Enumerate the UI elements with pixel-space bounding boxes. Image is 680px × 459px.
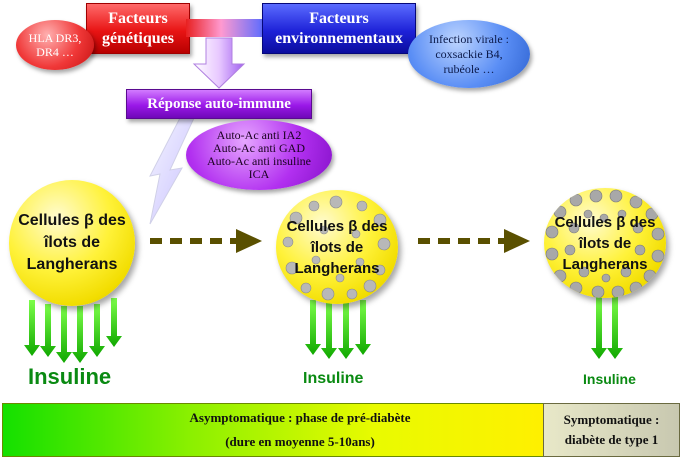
asymptomatic-line1: Asymptomatique : phase de pré-diabète — [189, 410, 411, 425]
progression-arrow-2 — [418, 229, 530, 253]
insuline-label-stage-2: Insuline — [303, 370, 364, 387]
autoimmune-response-box: Réponse auto-immune — [126, 89, 312, 119]
symptomatic-phase: Symptomatique : diabète de type 1 — [543, 403, 680, 457]
beta-cells-label-line3: Langherans — [562, 255, 648, 273]
insulin-arrows-stage-2 — [305, 300, 371, 359]
asymptomatic-line2: (dure en moyenne 5-10ans) — [225, 434, 375, 449]
antibody-item: Auto-Ac anti insuline — [207, 154, 311, 168]
genetic-example-line2: DR4 … — [36, 45, 74, 59]
genetic-factors-line2: génétiques — [102, 29, 174, 47]
beta-cells-label-line1: Cellules β des — [554, 213, 656, 231]
environmental-factors-box: Facteurs environnementaux — [262, 3, 416, 54]
environmental-factors-line1: Facteurs — [309, 9, 369, 27]
beta-cells-label: Cellules β des îlots de Langherans — [276, 190, 398, 304]
beta-cells-stage-2: Cellules β des îlots de Langherans — [276, 190, 398, 304]
beta-cells-stage-1: Cellules β des îlots de Langherans — [9, 180, 135, 306]
environmental-factors-line2: environnementaux — [275, 29, 403, 47]
factors-connector — [186, 19, 264, 37]
genetic-example-line1: HLA DR3, — [28, 31, 82, 45]
environmental-examples-ellipse: Infection virale : coxsackie B4, rubéole… — [408, 20, 530, 88]
insulin-arrows-stage-1 — [24, 298, 122, 363]
beta-cells-label-line2: îlots de — [310, 238, 364, 256]
environmental-example-line1: Infection virale : — [429, 31, 509, 46]
symptomatic-line1: Symptomatique : — [563, 412, 660, 427]
progression-arrow-1 — [150, 229, 262, 253]
beta-cells-label: Cellules β des îlots de Langherans — [544, 188, 666, 298]
antibody-item: ICA — [248, 167, 270, 181]
beta-cells-label-line2: îlots de — [43, 234, 100, 251]
beta-cells-label-line1: Cellules β des — [286, 217, 388, 235]
beta-cells-label-line3: Langherans — [26, 256, 118, 273]
immune-cell-particles — [282, 195, 391, 301]
beta-cells-label-line2: îlots de — [578, 234, 632, 252]
lightning-bolt — [149, 117, 195, 225]
autoimmune-response-label: Réponse auto-immune — [147, 95, 291, 112]
symptomatic-line2: diabète de type 1 — [564, 432, 659, 447]
genetic-factors-box: Facteurs génétiques — [86, 3, 190, 54]
beta-cells-label-line1: Cellules β des — [18, 212, 126, 229]
convergence-arrow — [192, 37, 246, 89]
genetic-examples-ellipse: HLA DR3, DR4 … — [16, 20, 94, 70]
beta-cells-stage-3: Cellules β des îlots de Langherans — [544, 188, 666, 298]
insulin-arrows-stage-3 — [591, 296, 623, 359]
immune-cell-particles — [545, 189, 665, 298]
insuline-label-stage-1: Insuline — [28, 364, 112, 389]
environmental-example-line2: coxsackie B4, — [435, 46, 503, 61]
beta-cells-label: Cellules β des îlots de Langherans — [9, 180, 135, 306]
asymptomatic-phase: Asymptomatique : phase de pré-diabète (d… — [60, 405, 540, 455]
antibody-item: Auto-Ac anti GAD — [213, 141, 305, 155]
beta-cells-label-line3: Langherans — [294, 259, 380, 277]
insuline-label-stage-3: Insuline — [583, 371, 636, 387]
antibody-item: Auto-Ac anti IA2 — [216, 128, 302, 142]
environmental-example-line3: rubéole … — [443, 61, 495, 76]
genetic-factors-line1: Facteurs — [108, 9, 168, 27]
antibodies-ellipse: Auto-Ac anti IA2 Auto-Ac anti GAD Auto-A… — [186, 120, 332, 190]
